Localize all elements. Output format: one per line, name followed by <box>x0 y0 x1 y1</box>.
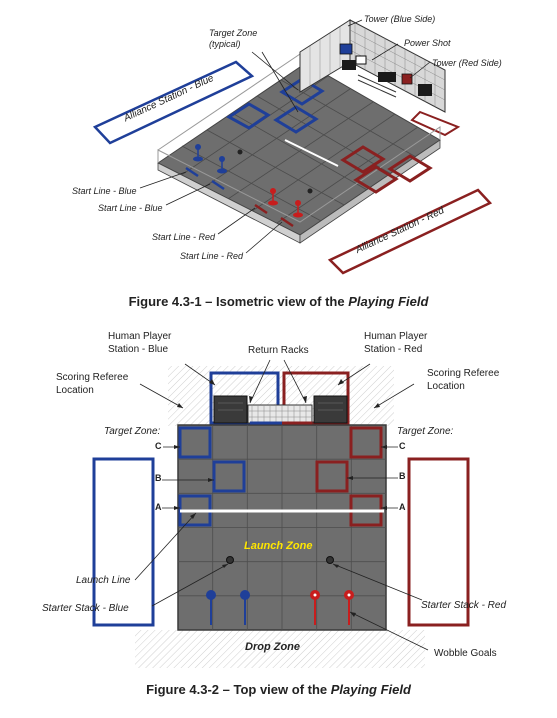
figure-1-caption-text: Figure 4.3-1 – Isometric view of the <box>128 294 349 309</box>
start-line-blue-label-2: Start Line - Blue <box>98 203 163 213</box>
hp-station-blue-label-1: Human Player <box>108 331 172 342</box>
red-target-zone-b-top <box>315 460 349 493</box>
target-zone-left-label: Target Zone: <box>104 426 161 437</box>
red-target-zone-a <box>340 145 386 174</box>
perimeter-wall-back <box>157 49 307 151</box>
launch-line-iso <box>284 139 339 167</box>
tower-blue-label: Tower (Blue Side) <box>364 14 436 24</box>
hp-station-red-label-1: Human Player <box>364 331 428 342</box>
scoring-referee-left-label-2: Location <box>56 385 94 396</box>
start-line-blue-label-1: Start Line - Blue <box>72 186 137 196</box>
marker-a-right: A <box>399 502 406 512</box>
start-line-red-label-1: Start Line - Red <box>152 232 216 242</box>
start-line-red-2 <box>280 216 294 228</box>
leader-lines-top <box>134 359 429 651</box>
human-player-station-red <box>282 371 350 425</box>
target-zone-label: Target Zone <box>209 28 258 38</box>
leader-lines-iso <box>139 19 431 254</box>
figure-2-caption-text: Figure 4.3-2 – Top view of the <box>146 682 331 697</box>
alliance-station-blue-top <box>92 457 155 627</box>
starter-stack-red-label: Starter Stack - Red <box>421 600 507 611</box>
drop-zone-label: Drop Zone <box>245 641 300 653</box>
red-side-outline <box>410 110 461 137</box>
hp-station-blue-label-2: Station - Blue <box>108 344 169 355</box>
starter-stack-blue-label: Starter Stack - Blue <box>42 603 129 614</box>
target-zone-right-label: Target Zone: <box>397 426 454 437</box>
scoring-referee-right-label-1: Scoring Referee <box>427 368 500 379</box>
figure-2-caption: Figure 4.3-2 – Top view of the Playing F… <box>0 682 557 697</box>
perimeter-wall <box>157 126 441 223</box>
scoring-referee-right-label-2: Location <box>427 381 465 392</box>
start-line-blue-1 <box>185 166 199 178</box>
alliance-station-blue-outline <box>92 60 255 145</box>
figure-1-caption: Figure 4.3-1 – Isometric view of the Pla… <box>0 294 557 309</box>
blue-target-zone-c-top <box>178 426 212 459</box>
target-zone-typical-label: (typical) <box>209 39 241 49</box>
return-racks-label: Return Racks <box>248 345 309 356</box>
tower-blue-top <box>213 395 248 424</box>
tower-red-label: Tower (Red Side) <box>432 58 502 68</box>
marker-b-left: B <box>155 473 162 483</box>
marker-c-right: C <box>399 441 406 451</box>
referee-area-hatch <box>168 366 394 426</box>
blue-target-zone-b <box>226 102 271 130</box>
start-line-red-1 <box>254 203 268 215</box>
figure-1-caption-emphasis: Playing Field <box>348 294 429 309</box>
start-line-blue-2 <box>211 179 225 191</box>
blue-target-zone-a <box>273 105 319 134</box>
red-target-zone-b <box>353 165 399 194</box>
red-target-zone-a-top <box>349 494 383 527</box>
starter-stack-blue-top <box>226 556 234 564</box>
tower-structure-iso <box>299 19 446 113</box>
wobble-goals-top <box>206 590 354 625</box>
launch-line-label: Launch Line <box>76 575 131 586</box>
marker-b-right: B <box>399 471 406 481</box>
red-target-zone-c <box>387 154 433 183</box>
marker-c-left: C <box>155 441 162 451</box>
return-racks-top <box>247 404 313 424</box>
isometric-diagram <box>92 19 493 275</box>
blue-target-zone-b-top <box>212 460 246 493</box>
field-mat-top <box>177 424 387 631</box>
blue-target-zone-c <box>279 77 325 106</box>
wobble-goals-label: Wobble Goals <box>434 648 497 659</box>
leader-arrowheads <box>174 379 387 617</box>
starter-stack-red-top <box>326 556 334 564</box>
tower-red-top <box>313 395 348 424</box>
figure-2-caption-emphasis: Playing Field <box>330 682 411 697</box>
human-player-station-blue <box>209 371 280 425</box>
hp-station-red-label-2: Station - Red <box>364 344 423 355</box>
red-target-zone-c-top <box>349 426 383 459</box>
start-line-red-label-2: Start Line - Red <box>180 251 244 261</box>
alliance-station-red-outline <box>327 188 493 275</box>
wobble-goals-iso <box>193 144 313 218</box>
tower-details <box>218 402 343 411</box>
marker-a-left: A <box>155 502 162 512</box>
power-shot-label: Power Shot <box>404 38 451 48</box>
scoring-referee-left-label-1: Scoring Referee <box>56 372 129 383</box>
blue-target-zone-a-top <box>178 494 212 527</box>
field-tile-grid <box>178 425 386 630</box>
launch-zone-label: Launch Zone <box>244 540 313 552</box>
